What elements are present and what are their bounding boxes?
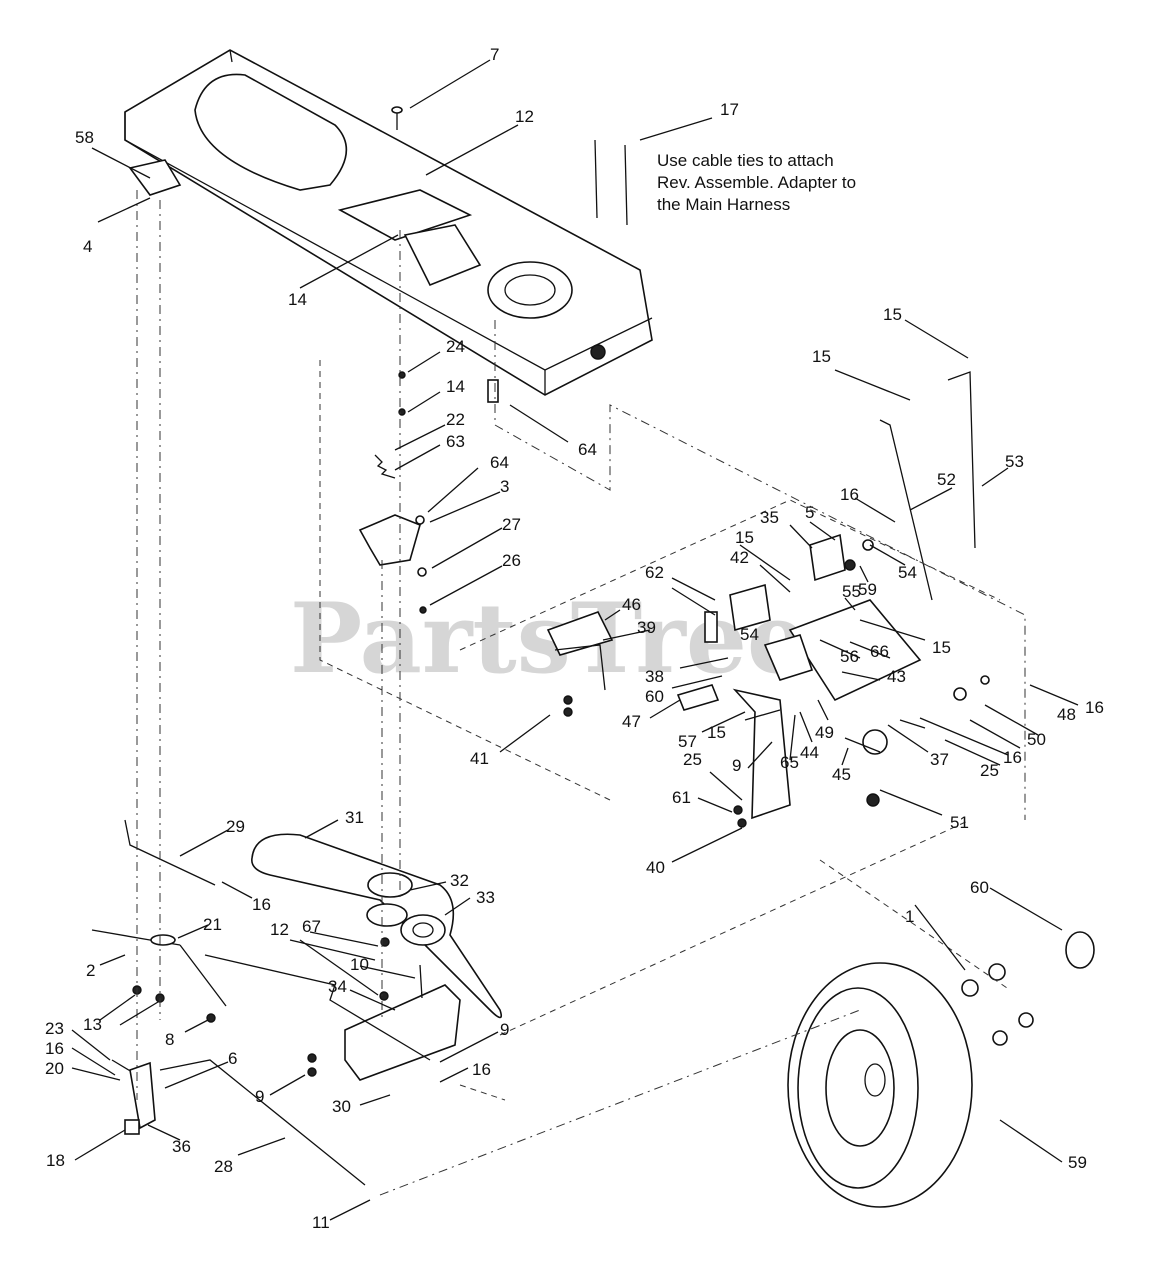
callout: 9 [255, 1087, 264, 1106]
callout: 22 [446, 410, 465, 429]
callout: 60 [970, 878, 989, 897]
callout: 64 [578, 440, 597, 459]
callout: 14 [446, 377, 465, 396]
callout: 62 [645, 563, 664, 582]
note-line-1: Use cable ties to attach [657, 151, 834, 170]
callout: 44 [800, 743, 819, 762]
frame-assembly [124, 49, 653, 396]
parts-group [91, 106, 1095, 1208]
callout: 16 [1003, 748, 1022, 767]
callout: 64 [490, 453, 509, 472]
callout: 60 [645, 687, 664, 706]
callout-labels: 7 12 17 58 4 14 24 14 22 63 64 64 3 27 2… [45, 45, 1104, 1232]
callout: 2 [86, 961, 95, 980]
callout: 59 [1068, 1153, 1087, 1172]
callout: 23 [45, 1019, 64, 1038]
callout: 56 [840, 647, 859, 666]
callout: 30 [332, 1097, 351, 1116]
callout: 15 [932, 638, 951, 657]
callout: 3 [500, 477, 509, 496]
callout: 13 [83, 1015, 102, 1034]
callout: 18 [46, 1151, 65, 1170]
callout: 15 [707, 723, 726, 742]
callout: 54 [740, 625, 759, 644]
callout: 55 [842, 582, 861, 601]
callout: 59 [858, 580, 877, 599]
note-line-3: the Main Harness [657, 195, 790, 214]
callout: 39 [637, 618, 656, 637]
callout: 12 [270, 920, 289, 939]
callout: 67 [302, 917, 321, 936]
callout: 10 [350, 955, 369, 974]
callout: 9 [732, 756, 741, 775]
callout: 6 [228, 1049, 237, 1068]
callout: 4 [83, 237, 92, 256]
callout: 20 [45, 1059, 64, 1078]
phantom-lines [136, 190, 1026, 1196]
callout: 7 [490, 45, 499, 64]
callout: 52 [937, 470, 956, 489]
callout: 9 [500, 1020, 509, 1039]
callout: 36 [172, 1137, 191, 1156]
callout: 14 [288, 290, 307, 309]
callout: 66 [870, 642, 889, 661]
callout: 17 [720, 100, 739, 119]
callout: 65 [780, 753, 799, 772]
callout: 28 [214, 1157, 233, 1176]
callout: 32 [450, 871, 469, 890]
callout: 57 [678, 732, 697, 751]
callout: 51 [950, 813, 969, 832]
callout: 26 [502, 551, 521, 570]
callout: 48 [1057, 705, 1076, 724]
callout: 24 [446, 337, 465, 356]
callout: 11 [312, 1213, 330, 1232]
callout: 37 [930, 750, 949, 769]
callout: 45 [832, 765, 851, 784]
leader-lines [71, 59, 1079, 1221]
callout: 33 [476, 888, 495, 907]
callout: 63 [446, 432, 465, 451]
callout: 16 [45, 1039, 64, 1058]
callout: 38 [645, 667, 664, 686]
callout: 58 [75, 128, 94, 147]
callout: 1 [905, 907, 914, 926]
callout: 16 [1085, 698, 1104, 717]
callout: 25 [980, 761, 999, 780]
callout: 42 [730, 548, 749, 567]
callout: 40 [646, 858, 665, 877]
callout: 29 [226, 817, 245, 836]
callout: 21 [203, 915, 222, 934]
callout: 43 [887, 667, 906, 686]
callout: 50 [1027, 730, 1046, 749]
callout: 27 [502, 515, 521, 534]
callout: 8 [165, 1030, 174, 1049]
callout: 12 [515, 107, 534, 126]
callout: 25 [683, 750, 702, 769]
callout: 54 [898, 563, 917, 582]
callout: 15 [735, 528, 754, 547]
callout: 34 [328, 977, 347, 996]
callout: 5 [805, 503, 814, 522]
callout: 61 [672, 788, 691, 807]
note-line-2: Rev. Assemble. Adapter to [657, 173, 856, 192]
callout: 53 [1005, 452, 1024, 471]
callout: 16 [840, 485, 859, 504]
callout: 35 [760, 508, 779, 527]
callout: 49 [815, 723, 834, 742]
callout: 15 [812, 347, 831, 366]
callout: 41 [470, 749, 489, 768]
callout: 16 [472, 1060, 491, 1079]
callout: 15 [883, 305, 902, 324]
callout: 16 [252, 895, 271, 914]
callout: 46 [622, 595, 641, 614]
callout: 47 [622, 712, 641, 731]
callout: 31 [345, 808, 364, 827]
